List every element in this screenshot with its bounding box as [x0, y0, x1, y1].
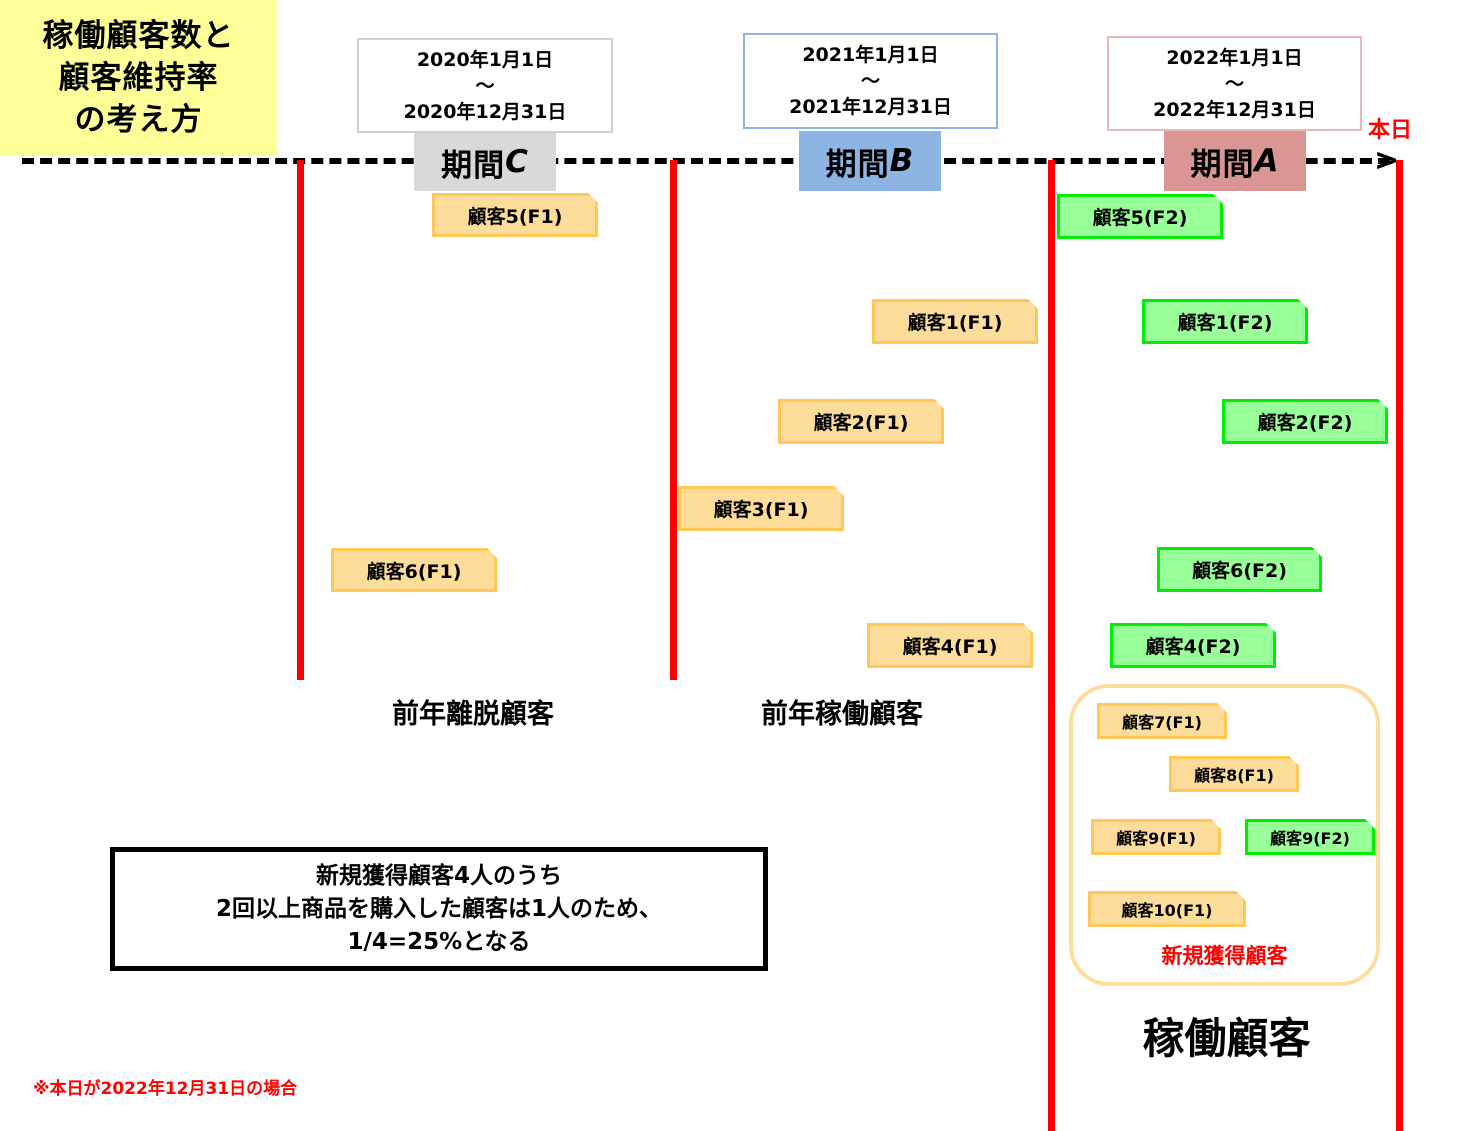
title-line: の考え方	[74, 102, 203, 138]
period-start-date: 2020年1月1日	[416, 48, 554, 71]
customer-tag: 顧客9(F2)	[1245, 819, 1375, 855]
timeline-arrow-icon: >	[1374, 143, 1400, 178]
title-line: 顧客維持率	[58, 60, 219, 96]
new-customers-label: 新規獲得顧客	[1161, 944, 1288, 968]
period-label-kanji: 期間	[825, 146, 890, 183]
period-label-letter: C	[505, 144, 529, 180]
customer-tag: 顧客5(F2)	[1057, 194, 1223, 239]
period-b-date-range: 2021年1月1日 ～ 2021年12月31日	[743, 33, 998, 129]
period-start-date: 2022年1月1日	[1166, 46, 1303, 69]
customer-tag: 顧客1(F2)	[1142, 299, 1308, 344]
customer-tag: 顧客6(F2)	[1157, 547, 1322, 592]
new-customers-group	[1069, 684, 1380, 986]
period-label-kanji: 期間	[441, 147, 506, 184]
today-label: 本日	[1368, 118, 1413, 143]
customer-tag: 顧客4(F2)	[1110, 623, 1276, 668]
note-line: 新規獲得顧客4人のうち	[315, 862, 562, 889]
period-separator: ～	[475, 74, 495, 97]
customer-tag: 顧客7(F1)	[1097, 703, 1227, 739]
period-start-date: 2021年1月1日	[802, 44, 939, 66]
prev-churned-customers-label: 前年離脱顧客	[392, 699, 554, 730]
period-end-date: 2020年12月31日	[403, 100, 567, 123]
retention-explanation-box: 新規獲得顧客4人のうち 2回以上商品を購入した顧客は1人のため、 1/4=25%…	[110, 847, 768, 971]
note-line: 2回以上商品を購入した顧客は1人のため、	[215, 895, 662, 922]
period-end-date: 2022年12月31日	[1153, 98, 1316, 121]
boundary-line-today	[1396, 160, 1403, 1131]
period-label-letter: B	[889, 143, 915, 179]
customer-tag: 顧客10(F1)	[1088, 891, 1246, 927]
title-line: 稼働顧客数と	[42, 18, 235, 54]
period-c-date-range: 2020年1月1日 ～ 2020年12月31日	[357, 38, 613, 133]
timeline-dashed-line	[22, 158, 1390, 164]
boundary-line-start-b	[670, 160, 677, 680]
period-separator: ～	[860, 70, 880, 92]
period-separator: ～	[1224, 72, 1244, 95]
customer-tag: 顧客6(F1)	[331, 548, 497, 592]
customer-tag: 顧客5(F1)	[432, 193, 598, 237]
boundary-line-start-a	[1048, 160, 1055, 1131]
boundary-line-start-c	[297, 160, 304, 680]
customer-tag: 顧客2(F2)	[1222, 399, 1388, 444]
prev-active-customers-label: 前年稼働顧客	[761, 699, 923, 730]
period-label-kanji: 期間	[1190, 146, 1255, 183]
note-line: 1/4=25%となる	[347, 928, 531, 955]
customer-tag: 顧客1(F1)	[872, 299, 1038, 344]
period-label-letter: A	[1254, 143, 1280, 179]
customer-tag: 顧客9(F1)	[1091, 819, 1221, 855]
period-a-date-range: 2022年1月1日 ～ 2022年12月31日	[1107, 36, 1362, 131]
customer-tag: 顧客4(F1)	[867, 623, 1033, 668]
customer-tag: 顧客3(F1)	[678, 486, 844, 531]
active-customers-label: 稼働顧客	[1142, 1014, 1311, 1063]
customer-tag: 顧客8(F1)	[1169, 756, 1299, 792]
footnote: ※本日が2022年12月31日の場合	[33, 1079, 298, 1099]
diagram-title: 稼働顧客数と 顧客維持率 の考え方	[0, 0, 277, 156]
period-end-date: 2021年12月31日	[789, 96, 952, 118]
customer-tag: 顧客2(F1)	[778, 399, 944, 444]
